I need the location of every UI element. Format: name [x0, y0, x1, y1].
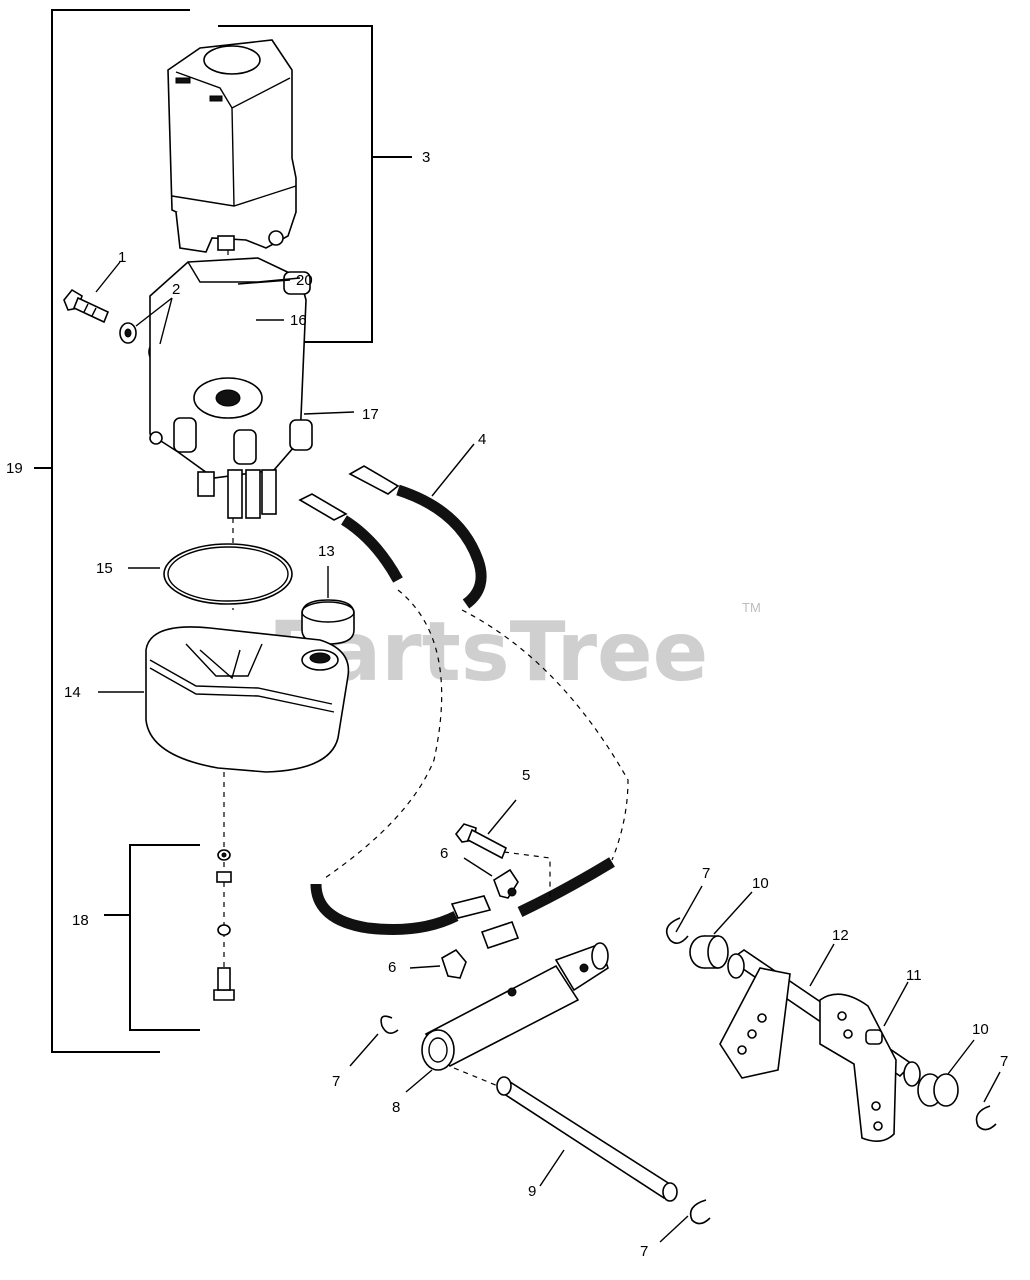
cylinder-bolt	[454, 823, 508, 860]
reservoir-cap	[301, 599, 355, 645]
callout-1: 1	[118, 249, 126, 266]
callout-13: 13	[318, 543, 335, 560]
centerline-pin	[453, 1067, 499, 1087]
watermark-trademark: TM	[742, 600, 761, 615]
bracket-3	[218, 25, 412, 343]
centerline-bolt	[503, 851, 551, 900]
callout-3: 3	[422, 149, 430, 166]
callout-10-lower: 10	[972, 1021, 989, 1038]
callout-10-upper: 10	[752, 875, 769, 892]
callout-2: 2	[172, 281, 180, 298]
bushing-lower	[917, 1073, 959, 1107]
hydraulic-hoses-upper	[298, 465, 629, 881]
callout-20: 20	[296, 272, 313, 289]
callout-19: 19	[6, 460, 23, 477]
elbow-fitting-upper	[493, 868, 519, 899]
hydraulic-hoses-lower	[310, 857, 615, 950]
motor	[167, 39, 297, 253]
callout-5: 5	[522, 767, 530, 784]
drain-fittings	[213, 849, 235, 1001]
callout-17: 17	[362, 406, 379, 423]
callout-labels: 1 2 3 4 5 6 6 7 7 7 7 8 9 10 10 11 12 13…	[6, 149, 1008, 1260]
callout-18: 18	[72, 912, 89, 929]
callout-6-lower: 6	[388, 959, 396, 976]
callout-6-upper: 6	[440, 845, 448, 862]
leader-lines	[95, 261, 1001, 1243]
callout-15: 15	[96, 560, 113, 577]
retaining-ring-bottom	[689, 1199, 711, 1225]
callout-14: 14	[64, 684, 81, 701]
callout-11: 11	[906, 967, 922, 984]
bracket-18	[104, 844, 200, 1031]
o-ring-large	[163, 543, 293, 605]
hydraulic-cylinder	[421, 942, 609, 1071]
pivot-pin	[496, 1076, 678, 1202]
callout-7-bottom: 7	[640, 1243, 648, 1260]
callout-8: 8	[392, 1099, 400, 1116]
callout-7-right: 7	[1000, 1053, 1008, 1070]
callout-7-upper: 7	[702, 865, 710, 882]
callout-4: 4	[478, 431, 486, 448]
callout-16: 16	[290, 312, 307, 329]
reservoir	[145, 626, 350, 773]
bolt	[63, 288, 110, 324]
retaining-ring-right	[975, 1105, 997, 1131]
callout-9: 9	[528, 1183, 536, 1200]
callout-7-left: 7	[332, 1073, 340, 1090]
pump-manifold	[149, 257, 313, 519]
bracket-19	[34, 9, 190, 1053]
callout-12: 12	[832, 927, 849, 944]
elbow-fitting-lower	[441, 948, 467, 979]
retaining-ring-left	[380, 1015, 399, 1034]
bushing-upper	[689, 935, 729, 969]
lift-arm	[819, 993, 921, 1142]
